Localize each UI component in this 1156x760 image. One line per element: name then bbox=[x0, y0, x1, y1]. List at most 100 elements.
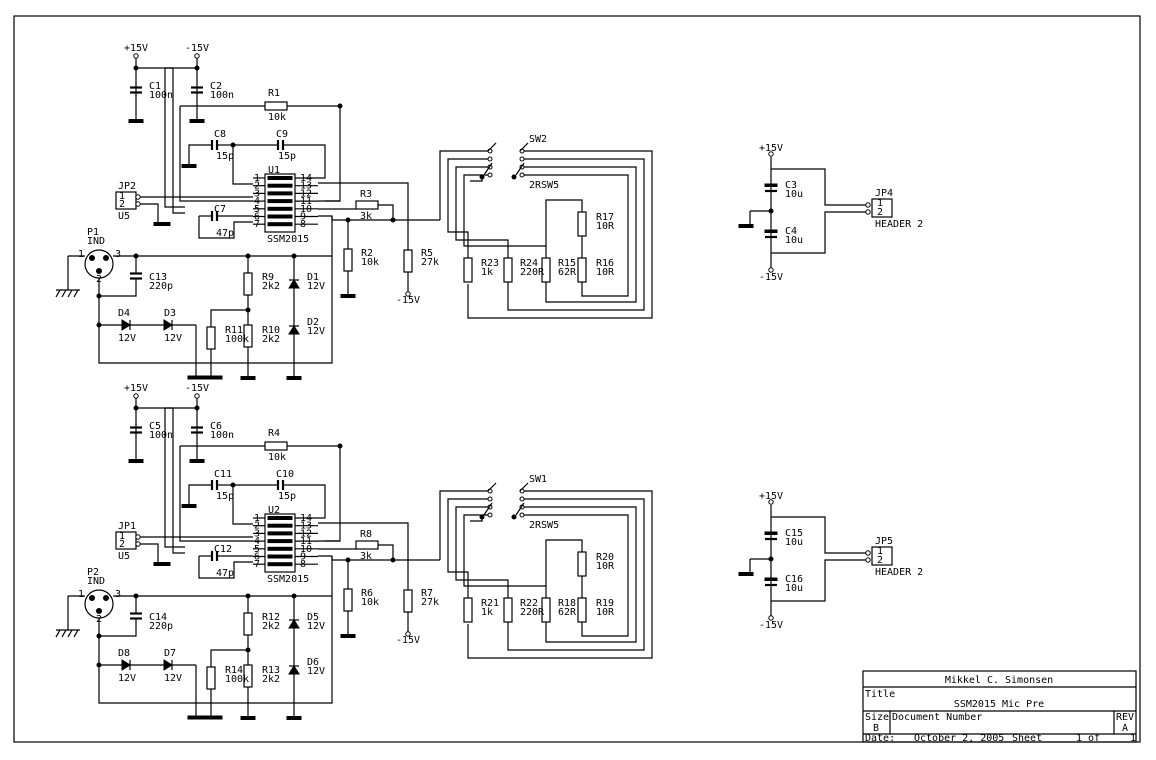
supply-label: -15V bbox=[759, 272, 783, 283]
resistor bbox=[206, 666, 216, 690]
switch-contact bbox=[519, 172, 525, 178]
wire bbox=[545, 539, 583, 586]
wire bbox=[232, 145, 253, 185]
supply-label: -15V bbox=[396, 635, 420, 646]
ref-label: R8 bbox=[360, 529, 372, 540]
ref-label: R2 bbox=[361, 248, 373, 259]
ref-label: SW2 bbox=[529, 134, 547, 145]
terminal bbox=[135, 541, 141, 547]
pin-number: 9 bbox=[300, 552, 306, 563]
zener-diode bbox=[163, 319, 173, 331]
ref-label: R3 bbox=[360, 189, 372, 200]
pin-number: 13 bbox=[300, 181, 312, 192]
pin-number: 14 bbox=[300, 173, 312, 184]
wire bbox=[318, 555, 393, 561]
ref-label: D8 bbox=[118, 648, 130, 659]
pin-number: 1 bbox=[119, 191, 125, 202]
resistor bbox=[243, 612, 253, 636]
wire bbox=[198, 556, 253, 579]
value-label: 10R bbox=[596, 221, 615, 232]
resistor bbox=[403, 589, 413, 613]
header bbox=[115, 531, 137, 550]
wire bbox=[179, 106, 253, 202]
ref-label: C3 bbox=[785, 180, 797, 191]
value-label: 62R bbox=[558, 607, 577, 618]
pin-number: 2 bbox=[877, 555, 883, 566]
wire bbox=[55, 289, 61, 298]
supply-label: -15V bbox=[759, 620, 783, 631]
electrolytic-capacitor bbox=[764, 229, 778, 239]
resistor bbox=[541, 257, 551, 283]
value-label: 100k bbox=[225, 674, 249, 685]
pin-number: 1 bbox=[877, 198, 883, 209]
capacitor bbox=[130, 612, 142, 620]
ref-label: C10 bbox=[276, 469, 294, 480]
capacitor-plate bbox=[764, 229, 778, 233]
wire bbox=[470, 177, 483, 182]
ref-label: C11 bbox=[214, 469, 232, 480]
wire bbox=[210, 309, 248, 327]
value-label: 10u bbox=[785, 235, 803, 246]
switch-contact bbox=[487, 512, 493, 518]
terminal bbox=[405, 631, 411, 637]
value-label: 15p bbox=[216, 491, 234, 502]
ref-label: C2 bbox=[210, 81, 222, 92]
terminal bbox=[768, 499, 774, 505]
ref-label: U1 bbox=[268, 165, 280, 176]
value-label: 12V bbox=[164, 333, 182, 344]
terminal bbox=[768, 267, 774, 273]
sheet-of: 1 of bbox=[1076, 733, 1100, 744]
value-label: HEADER 2 bbox=[875, 567, 923, 578]
wire bbox=[524, 166, 637, 303]
value-label: 10u bbox=[785, 583, 803, 594]
pin-number: 3 bbox=[254, 188, 260, 199]
ic-pin-bar bbox=[267, 562, 293, 567]
ref-label: C4 bbox=[785, 226, 797, 237]
ref-label: D7 bbox=[164, 648, 176, 659]
pin-number: 1 bbox=[254, 173, 260, 184]
ref-label: R23 bbox=[481, 258, 499, 269]
pin-number: 2 bbox=[254, 181, 260, 192]
ground-icon bbox=[189, 459, 205, 463]
terminal bbox=[865, 202, 871, 208]
value-label: 47p bbox=[216, 228, 234, 239]
wire bbox=[463, 174, 547, 258]
date-value: October 2, 2005 bbox=[914, 733, 1004, 744]
ic-pin-bar bbox=[267, 183, 293, 188]
resistor bbox=[264, 101, 288, 111]
wire bbox=[771, 516, 866, 554]
wire bbox=[67, 629, 73, 638]
resistor bbox=[463, 597, 473, 623]
wire bbox=[99, 619, 137, 637]
value-label: U5 bbox=[118, 551, 130, 562]
ic-pin-bar bbox=[267, 214, 293, 219]
ref-label: R11 bbox=[225, 325, 243, 336]
resistor bbox=[206, 326, 216, 350]
diode-body bbox=[163, 319, 173, 331]
value-label: IND bbox=[87, 236, 105, 247]
header bbox=[871, 546, 893, 566]
ref-label: R13 bbox=[262, 665, 280, 676]
resistor bbox=[577, 257, 587, 283]
ref-label: JP5 bbox=[875, 536, 893, 547]
wire bbox=[545, 199, 583, 246]
value-label: 220R bbox=[520, 267, 545, 278]
value-label: 10k bbox=[361, 597, 379, 608]
xlr-pin bbox=[89, 595, 95, 601]
junction-dot bbox=[96, 293, 102, 299]
pin-number: 1 bbox=[119, 531, 125, 542]
capacitor bbox=[130, 86, 142, 94]
terminal bbox=[768, 151, 774, 157]
ground-icon bbox=[181, 504, 197, 508]
ref-label: R24 bbox=[520, 258, 538, 269]
value-label: HEADER 2 bbox=[875, 219, 923, 230]
wire bbox=[55, 629, 61, 638]
pin-number: 5 bbox=[254, 544, 260, 555]
ground-icon bbox=[187, 715, 223, 720]
resistor bbox=[503, 257, 513, 283]
pin-number: 11 bbox=[300, 536, 312, 547]
ic-pin-bar bbox=[267, 191, 293, 196]
diode-body bbox=[163, 659, 173, 671]
switch-contact bbox=[519, 156, 525, 162]
